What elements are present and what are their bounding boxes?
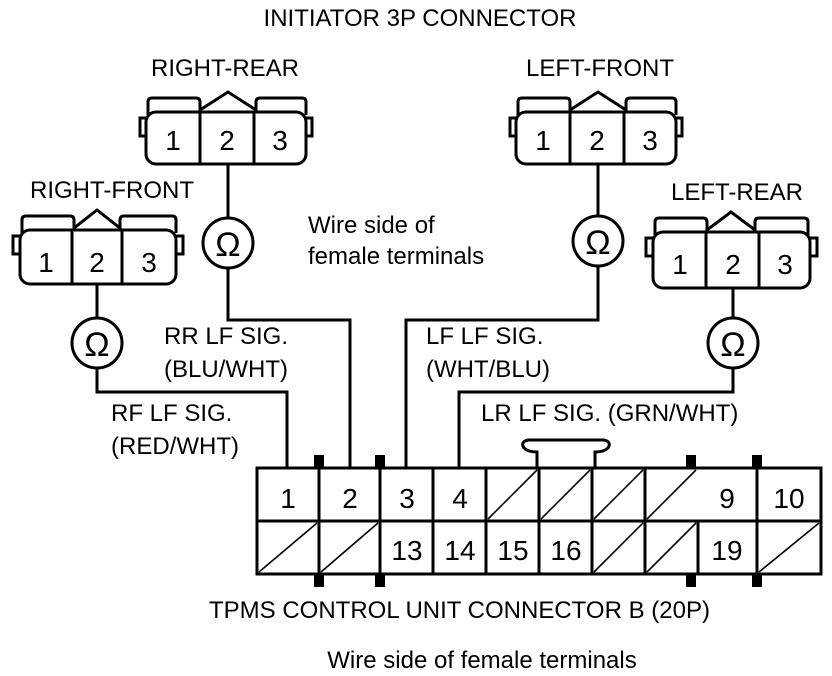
right-front-pin-3: 3 <box>141 247 157 278</box>
left-front-pin-1: 1 <box>535 125 551 156</box>
left-front-connector: LEFT-FRONT 1 2 3 <box>508 55 684 166</box>
right-rear-pin-3: 3 <box>272 125 288 156</box>
tpms-pin-10: 10 <box>773 483 804 514</box>
svg-text:Ω: Ω <box>585 224 610 262</box>
left-rear-connector: LEFT-REAR 1 2 3 <box>644 179 819 290</box>
left-front-pin-3: 3 <box>642 125 658 156</box>
left-front-housing <box>514 110 678 166</box>
rr-wire <box>226 268 352 468</box>
tpms-pin-14: 14 <box>444 535 475 566</box>
right-rear-pin-1: 1 <box>165 125 181 156</box>
right-front-pin-2: 2 <box>89 247 105 278</box>
right-rear-housing <box>144 110 308 166</box>
rf-wire <box>95 368 289 468</box>
rr-signal-color: (BLU/WHT) <box>164 356 288 383</box>
tpms-pin-9: 9 <box>719 483 735 514</box>
lr-ohmmeter-icon: Ω <box>706 316 760 370</box>
tpms-pin-4: 4 <box>452 483 468 514</box>
diagram-title: INITIATOR 3P CONNECTOR <box>264 5 577 32</box>
rf-signal-color: (RED/WHT) <box>111 433 239 460</box>
lf-signal-name: LF LF SIG. <box>426 323 543 350</box>
right-front-pin-1: 1 <box>38 247 54 278</box>
right-rear-pin-2: 2 <box>219 125 235 156</box>
left-rear-pin-3: 3 <box>777 249 793 280</box>
lr-signal-name: LR LF SIG. (GRN/WHT) <box>481 400 738 427</box>
rf-signal-name: RF LF SIG. <box>111 400 232 427</box>
tpms-pin-2: 2 <box>342 483 358 514</box>
tpms-pin-19: 19 <box>711 535 742 566</box>
left-rear-pin-1: 1 <box>672 249 688 280</box>
tpms-connector: 1 2 3 4 9 10 13 14 15 16 19 <box>255 438 823 587</box>
wire-side-note-line2: female terminals <box>308 243 484 270</box>
lf-ohmmeter-icon: Ω <box>571 214 625 268</box>
tpms-pin-13: 13 <box>391 535 422 566</box>
right-rear-label: RIGHT-REAR <box>151 55 299 82</box>
svg-text:Ω: Ω <box>215 226 240 264</box>
lf-wire <box>404 266 600 468</box>
tpms-pin-1: 1 <box>280 483 296 514</box>
rr-signal-name: RR LF SIG. <box>164 323 288 350</box>
rf-ohmmeter-icon: Ω <box>70 316 124 370</box>
left-rear-label: LEFT-REAR <box>671 179 803 206</box>
bottom-wire-side-note: Wire side of female terminals <box>327 647 636 674</box>
right-front-connector: RIGHT-FRONT 1 2 3 <box>11 177 194 286</box>
tpms-pin-15: 15 <box>497 535 528 566</box>
lr-wire <box>457 368 735 468</box>
left-front-label: LEFT-FRONT <box>526 55 674 82</box>
left-rear-pin-2: 2 <box>725 249 741 280</box>
rr-ohmmeter-icon: Ω <box>201 216 255 270</box>
wire-side-note-line1: Wire side of <box>308 212 435 239</box>
svg-text:Ω: Ω <box>720 326 745 364</box>
lf-signal-color: (WHT/BLU) <box>426 356 550 383</box>
tpms-latch <box>521 438 611 468</box>
tpms-connector-title: TPMS CONTROL UNIT CONNECTOR B (20P) <box>209 597 710 624</box>
svg-text:Ω: Ω <box>84 326 109 364</box>
right-front-label: RIGHT-FRONT <box>30 177 194 204</box>
right-rear-connector: RIGHT-REAR 1 2 3 <box>138 55 314 166</box>
tpms-pin-16: 16 <box>550 535 581 566</box>
tpms-pin-3: 3 <box>399 483 415 514</box>
left-front-pin-2: 2 <box>589 125 605 156</box>
